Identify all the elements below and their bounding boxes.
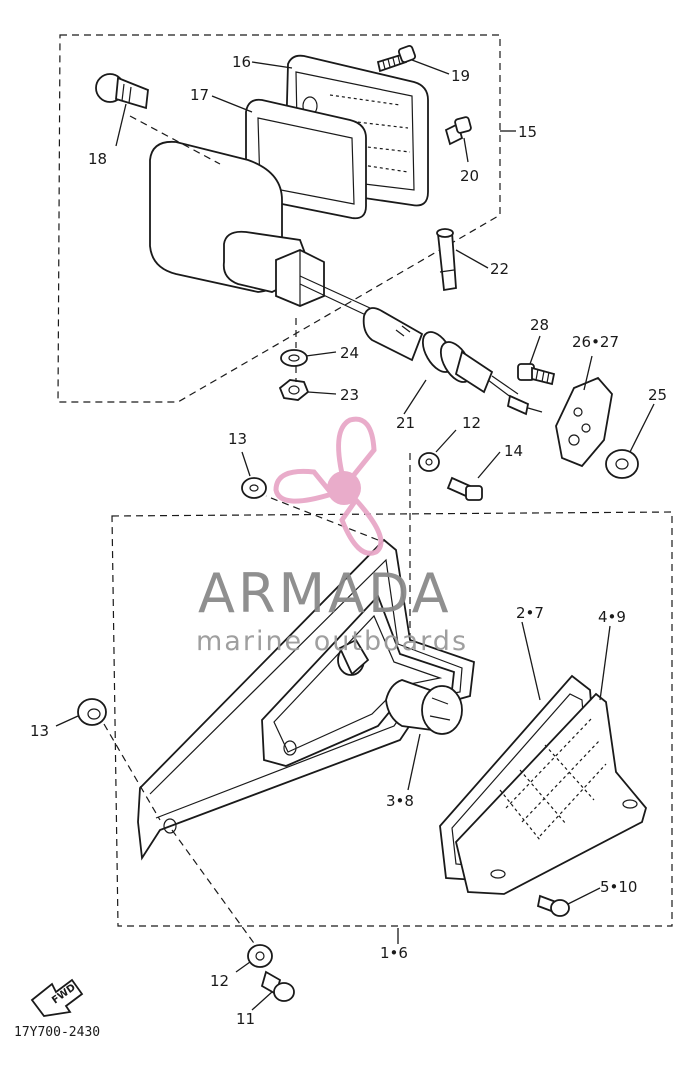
label-21: 21 (396, 414, 415, 432)
nut-23 (278, 379, 310, 401)
grommet-13-lower (77, 698, 107, 726)
bulb-3-8 (385, 679, 463, 735)
label-1-6: 1•6 (380, 944, 408, 962)
watermark: ARMADA marine outboards (196, 416, 468, 657)
label-5-10: 5•10 (600, 878, 637, 896)
label-19: 19 (451, 67, 470, 85)
bolt-28 (517, 363, 556, 386)
label-24: 24 (340, 344, 359, 362)
bolt-14 (446, 476, 483, 501)
label-2-7: 2•7 (516, 604, 544, 622)
forward-arrow-icon: FWD (30, 978, 84, 1017)
front-flasher-assembly-group (57, 34, 639, 479)
label-14: 14 (504, 442, 523, 460)
rear-flasher-assembly-box (111, 511, 673, 927)
flasher-housing (149, 140, 325, 307)
lens-4-9 (455, 692, 647, 895)
label-12-upper: 12 (462, 414, 481, 432)
socket-21 (299, 275, 543, 416)
pin-22 (436, 228, 457, 292)
label-23: 23 (340, 386, 359, 404)
part-labels: 16 19 17 18 20 15 22 28 26•27 24 23 25 2… (14, 53, 667, 1040)
screw-20 (444, 116, 472, 146)
watermark-tagline: marine outboards (196, 626, 468, 657)
washer-24 (280, 349, 308, 367)
diagram-code: 17Y700-2430 (14, 1025, 100, 1040)
label-22: 22 (490, 260, 509, 278)
washer-12-lower (247, 944, 273, 968)
screw-11 (260, 970, 295, 1002)
propeller-logo-icon (273, 416, 384, 556)
label-13-lower: 13 (30, 722, 49, 740)
label-15: 15 (518, 123, 537, 141)
screw-19 (376, 44, 417, 73)
leader-lines (55, 59, 655, 1011)
label-20: 20 (460, 167, 479, 185)
label-28: 28 (530, 316, 549, 334)
label-18: 18 (88, 150, 107, 168)
label-26-27: 26•27 (572, 333, 619, 351)
watermark-brand: ARMADA (198, 562, 452, 625)
label-16: 16 (232, 53, 251, 71)
label-12-lower: 12 (210, 972, 229, 990)
label-3-8: 3•8 (386, 792, 414, 810)
rear-flasher-assembly-group (77, 448, 673, 927)
washer-12-upper (418, 452, 440, 472)
grommet-13-upper (241, 477, 267, 499)
front-flasher-assembly-box (57, 34, 501, 403)
nut-25 (605, 449, 639, 479)
label-4-9: 4•9 (598, 608, 626, 626)
bracket-26-27 (555, 376, 613, 468)
label-11: 11 (236, 1010, 255, 1028)
label-25: 25 (648, 386, 667, 404)
label-17: 17 (190, 86, 209, 104)
screw-5-10 (536, 894, 570, 917)
label-13-upper: 13 (228, 430, 247, 448)
bulb-18 (95, 73, 149, 110)
